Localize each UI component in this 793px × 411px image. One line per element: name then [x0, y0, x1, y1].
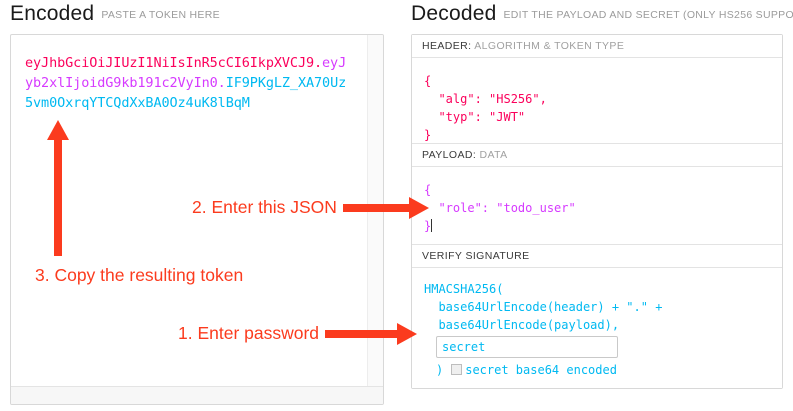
payload-code-editor[interactable]: { "role": "todo_user" } [412, 167, 782, 245]
annotation-step-2-text: 2. Enter this JSON [192, 197, 337, 217]
arrow-shaft [325, 330, 397, 338]
arrow-head [409, 197, 429, 219]
token-separator-2: . [217, 75, 226, 91]
signature-line-3: base64UrlEncode(payload), [424, 318, 620, 332]
decoded-panel: HEADER: ALGORITHM & TOKEN TYPE { "alg": … [411, 34, 783, 389]
arrow-head [47, 120, 69, 140]
payload-section-label: PAYLOAD: DATA [412, 144, 782, 167]
signature-label-strong: VERIFY SIGNATURE [422, 250, 530, 262]
payload-label-strong: PAYLOAD: [422, 149, 477, 161]
closing-paren: ) [436, 363, 444, 377]
header-label-strong: HEADER: [422, 40, 472, 52]
token-signature-segment: IF9PKgLZ_XA70Uz5vm0OxrqYTCQdXxBA0Oz4uK8l… [25, 75, 347, 111]
base64-encoded-row[interactable]: ) secret base64 encoded [424, 362, 782, 378]
token-payload-segment: eyJyb2xlIjoidG9kb191c2VyIn0 [25, 55, 347, 91]
encoded-token-panel[interactable]: eyJhbGciOiJIUzI1NiIsInR5cCI6IkpXVCJ9.eyJ… [10, 34, 384, 405]
secret-input[interactable] [436, 336, 618, 358]
base64-encoded-checkbox[interactable] [451, 364, 463, 375]
arrow-shaft [343, 204, 409, 212]
token-header-segment: eyJhbGciOiJIUzI1NiIsInR5cCI6IkpXVCJ9 [25, 55, 314, 71]
signature-line-1: HMACSHA256( [424, 282, 504, 296]
decoded-subtitle: EDIT THE PAYLOAD AND SECRET (ONLY HS256 … [503, 9, 793, 21]
decoded-column-heading: Decoded EDIT THE PAYLOAD AND SECRET (ONLY… [411, 2, 793, 26]
annotation-step-1-text: 1. Enter password [178, 323, 320, 343]
encoded-column-heading: Encoded PASTE A TOKEN HERE [10, 2, 220, 26]
token-separator-1: . [314, 55, 323, 71]
annotation-step-3-text: 3. Copy the resulting token [35, 265, 244, 285]
signature-editor: HMACSHA256( base64UrlEncode(header) + ".… [412, 268, 782, 388]
signature-section-label: VERIFY SIGNATURE [412, 245, 782, 268]
base64-encoded-label: secret base64 encoded [465, 363, 617, 377]
arrow-head [397, 323, 417, 345]
encoded-panel-footer [11, 386, 383, 404]
header-label-dim: ALGORITHM & TOKEN TYPE [474, 40, 625, 52]
payload-code-text: { "role": "todo_user" } [424, 183, 576, 233]
encoded-token-textarea[interactable]: eyJhbGciOiJIUzI1NiIsInR5cCI6IkpXVCJ9.eyJ… [11, 35, 368, 387]
encoded-title: Encoded [10, 2, 95, 25]
payload-label-dim: DATA [479, 149, 508, 161]
arrow-shaft [54, 138, 62, 256]
text-caret [431, 219, 433, 232]
header-code-editor[interactable]: { "alg": "HS256", "typ": "JWT" } [412, 58, 782, 144]
header-section-label: HEADER: ALGORITHM & TOKEN TYPE [412, 35, 782, 58]
encoded-subtitle: PASTE A TOKEN HERE [101, 9, 220, 21]
signature-line-2: base64UrlEncode(header) + "." + [424, 300, 663, 314]
decoded-title: Decoded [411, 2, 497, 25]
